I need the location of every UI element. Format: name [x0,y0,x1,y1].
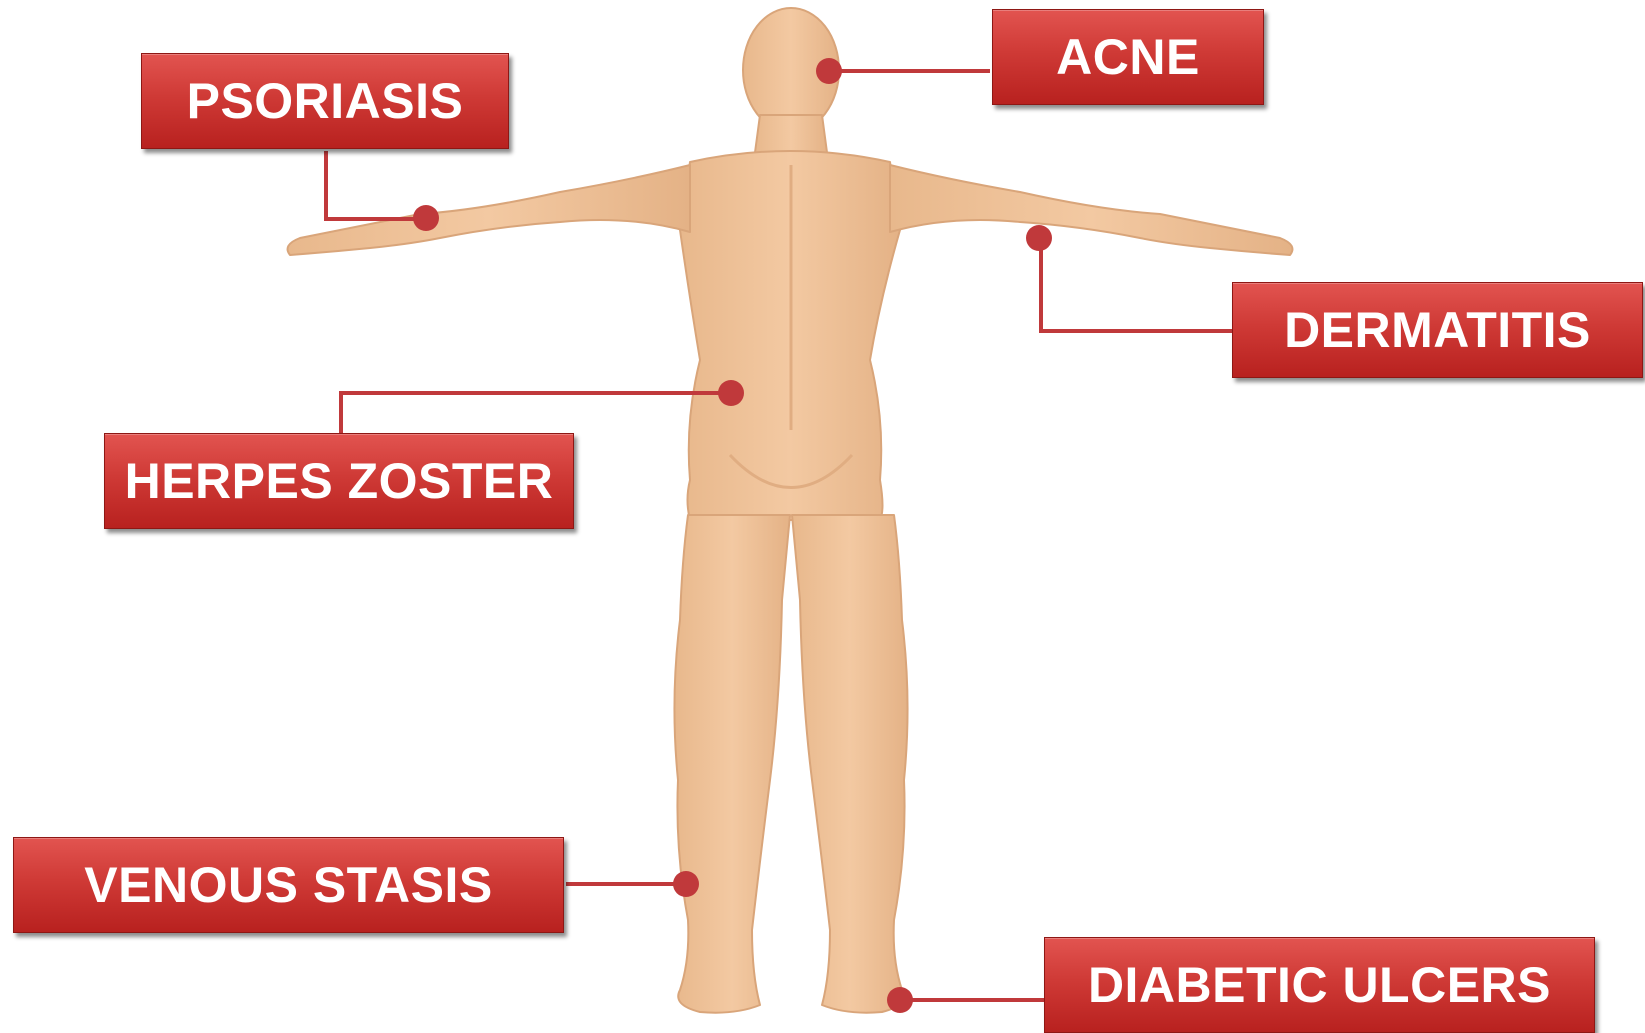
label-herpes-zoster: HERPES ZOSTER [104,433,574,529]
label-diabetic-ulcers: DIABETIC ULCERS [1044,937,1595,1033]
dot-acne [816,58,842,84]
label-dermatitis: DERMATITIS [1232,282,1643,378]
connector-herpes [341,393,731,433]
connector-dermatitis [1041,239,1232,331]
figure-left-leg [674,515,790,1013]
figure-right-arm [890,165,1292,255]
connector-psoriasis [326,151,426,219]
figure-right-leg [792,515,908,1013]
label-venous-stasis: VENOUS STASIS [13,837,564,933]
dot-psoriasis [413,205,439,231]
label-psoriasis: PSORIASIS [141,53,509,149]
dot-venous [673,871,699,897]
dot-herpes [718,380,744,406]
dot-diabetic [887,987,913,1013]
figure-left-arm [288,165,690,255]
dot-dermatitis [1026,225,1052,251]
label-acne: ACNE [992,9,1264,105]
